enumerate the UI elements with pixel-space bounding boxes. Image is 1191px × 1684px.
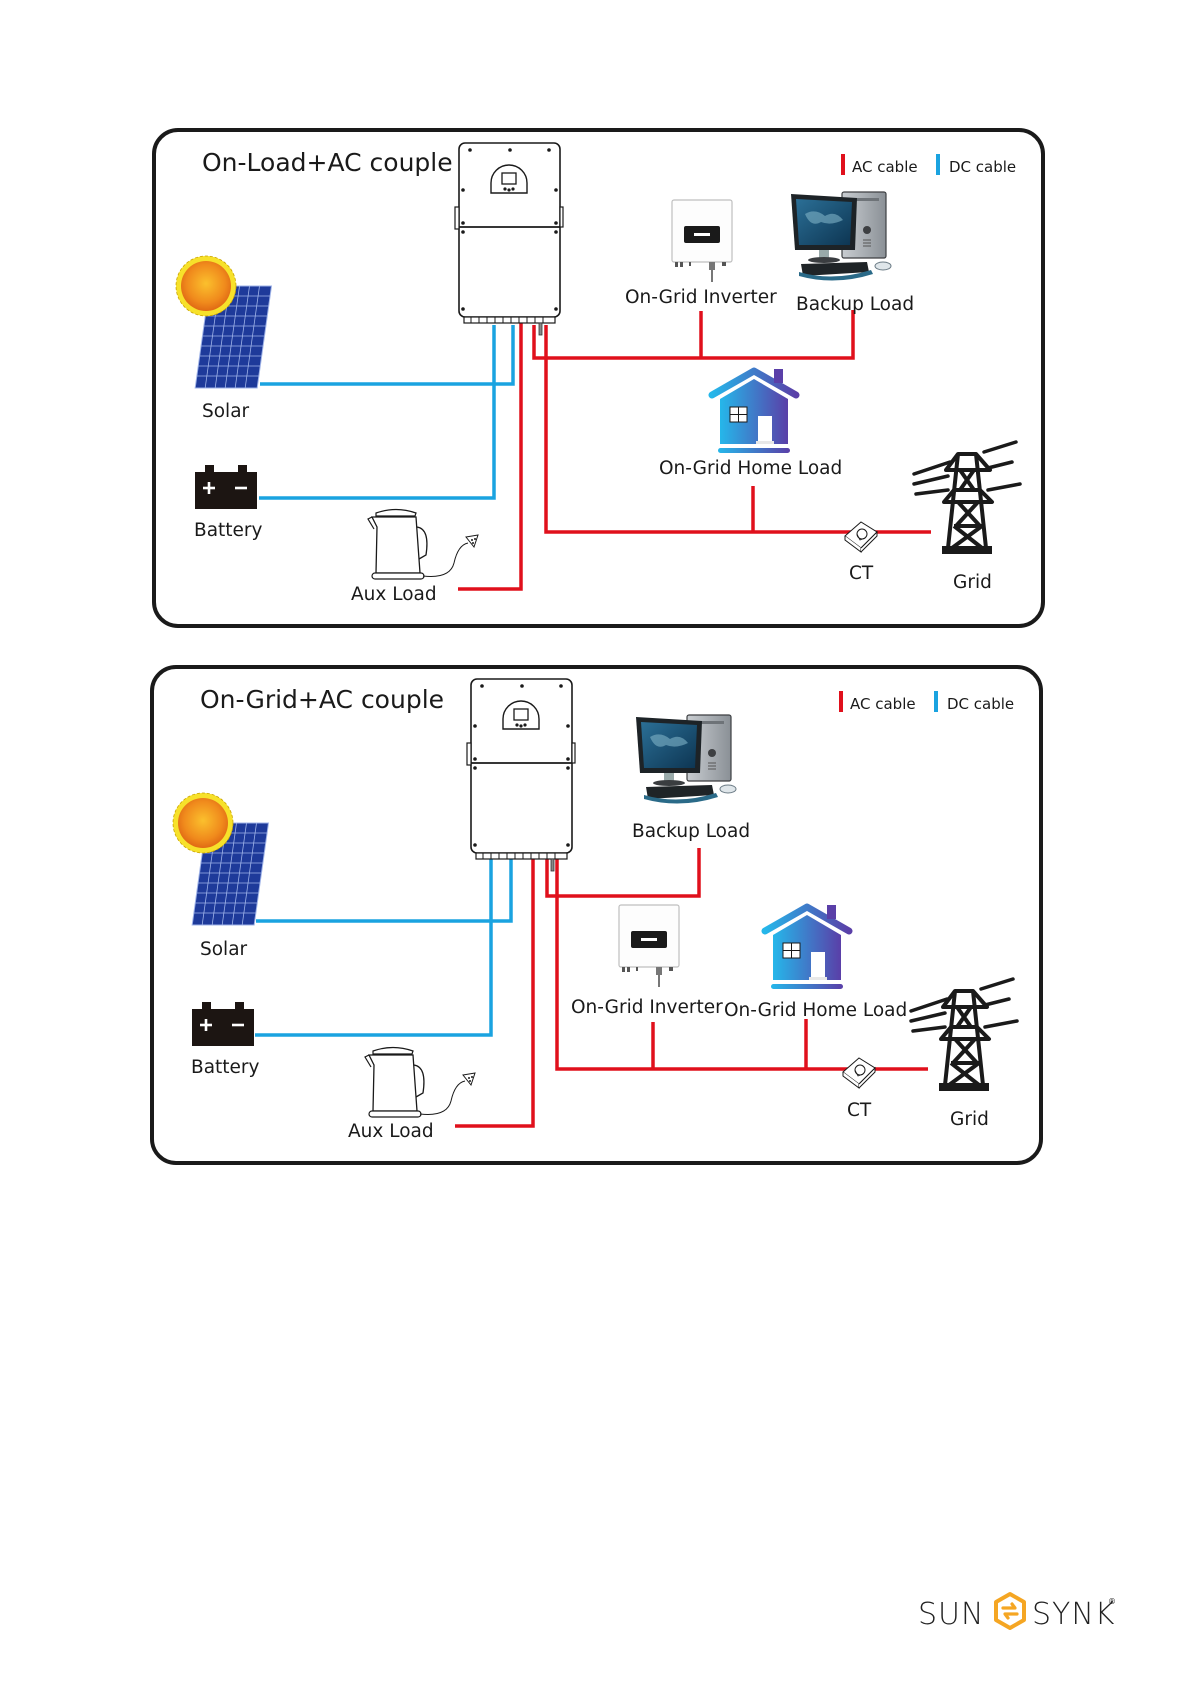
on-grid-inverter-icon bbox=[619, 905, 679, 987]
home-load-label: On-Grid Home Load bbox=[724, 1000, 907, 1021]
backup-load-label: Backup Load bbox=[796, 294, 914, 315]
kettle-icon bbox=[365, 1048, 475, 1118]
dc-cable-swatch bbox=[936, 154, 940, 175]
aux-load-label: Aux Load bbox=[351, 584, 437, 605]
diagram-frame bbox=[154, 130, 1043, 626]
kettle-icon bbox=[368, 510, 478, 580]
battery-dc-cable bbox=[255, 858, 491, 1035]
computer-icon bbox=[791, 192, 891, 281]
ct-clamp-icon bbox=[843, 1058, 875, 1088]
logo-text-sun: SUN bbox=[918, 1597, 984, 1632]
dc-cable-swatch bbox=[934, 691, 938, 712]
dc-cable-legend-label: DC cable bbox=[949, 158, 1016, 176]
pylon-icon bbox=[914, 442, 1020, 554]
solar-panel-icon bbox=[176, 256, 272, 388]
aux-load-ac-cable bbox=[455, 858, 533, 1126]
on-grid-inverter-label: On-Grid Inverter bbox=[571, 997, 723, 1018]
battery-icon bbox=[192, 1002, 254, 1046]
grid-label: Grid bbox=[950, 1109, 989, 1130]
battery-icon bbox=[195, 465, 257, 509]
ct-clamp-icon bbox=[845, 522, 877, 552]
solar-label: Solar bbox=[200, 939, 248, 960]
registered-mark: ® bbox=[1108, 1597, 1116, 1606]
ct-label: CT bbox=[849, 563, 874, 584]
logo-text-synk: SYNK bbox=[1032, 1597, 1115, 1632]
backup-load-label: Backup Load bbox=[632, 821, 750, 842]
battery-label: Battery bbox=[194, 520, 263, 541]
solar-dc-cable bbox=[256, 858, 511, 921]
diagram-title: On-Load+AC couple bbox=[202, 148, 453, 177]
dc-cables bbox=[259, 325, 513, 498]
computer-icon bbox=[636, 715, 736, 804]
on-grid-inverter-icon bbox=[672, 200, 732, 282]
solar-panel-icon bbox=[173, 793, 269, 925]
cable-legend: AC cable DC cable bbox=[841, 154, 1016, 176]
ac-cable-legend-label: AC cable bbox=[850, 695, 916, 713]
home-load-label: On-Grid Home Load bbox=[659, 458, 842, 479]
hybrid-inverter-icon bbox=[467, 679, 575, 871]
house-icon bbox=[712, 369, 796, 453]
battery-dc-cable bbox=[259, 325, 494, 498]
backup-ac-cable bbox=[547, 848, 699, 896]
cable-legend: AC cable DC cable bbox=[839, 691, 1014, 713]
diagram-title: On-Grid+AC couple bbox=[200, 685, 444, 714]
aux-load-label: Aux Load bbox=[348, 1121, 434, 1142]
house-icon bbox=[765, 905, 849, 989]
diagram-on-load-ac-couple: On-Load+AC couple AC cable DC cable Sola… bbox=[154, 130, 1043, 626]
diagram-on-grid-ac-couple: On-Grid+AC couple AC cable DC cable Sola… bbox=[152, 667, 1041, 1163]
pylon-icon bbox=[911, 979, 1017, 1091]
ac-cable-legend-label: AC cable bbox=[852, 158, 918, 176]
grid-ac-cable bbox=[557, 858, 928, 1069]
ac-cable-swatch bbox=[841, 154, 845, 175]
sunsynk-logo: SUN SYNK ® bbox=[918, 1594, 1116, 1632]
on-grid-inverter-label: On-Grid Inverter bbox=[625, 287, 777, 308]
hybrid-inverter-icon bbox=[455, 143, 563, 335]
ac-cable-swatch bbox=[839, 691, 843, 712]
diagram-frame bbox=[152, 667, 1041, 1163]
battery-label: Battery bbox=[191, 1057, 260, 1078]
dc-cables bbox=[255, 858, 511, 1035]
grid-label: Grid bbox=[953, 572, 992, 593]
dc-cable-legend-label: DC cable bbox=[947, 695, 1014, 713]
solar-label: Solar bbox=[202, 401, 250, 422]
ct-label: CT bbox=[847, 1100, 872, 1121]
logo-sync-icon bbox=[996, 1594, 1024, 1628]
backup-ac-cable bbox=[534, 310, 853, 358]
solar-dc-cable bbox=[260, 325, 513, 384]
